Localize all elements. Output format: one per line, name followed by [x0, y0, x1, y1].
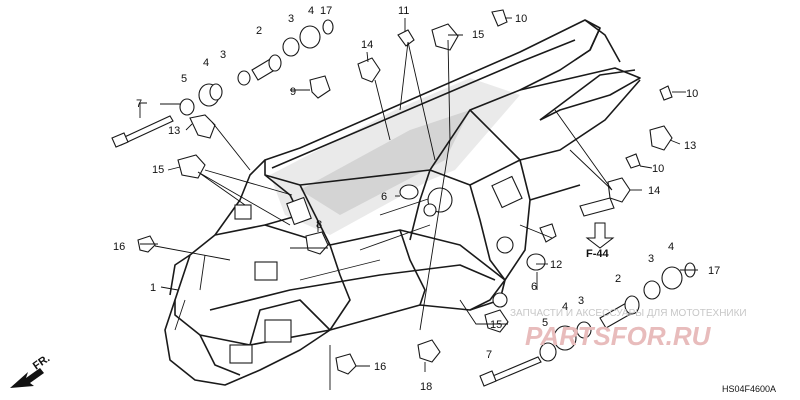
- callout-4-upper-b: 4: [203, 57, 209, 69]
- callout-10-top: 10: [515, 13, 527, 25]
- bearing-3-lower: [576, 321, 592, 339]
- bushing-2-upper: [251, 54, 282, 81]
- clip-16-lower: [335, 353, 357, 375]
- diagram-code: HS04F4600A: [722, 384, 776, 394]
- callout-3-lower-b: 3: [578, 295, 584, 307]
- callout-15-top: 15: [472, 29, 484, 41]
- callout-2-lower: 2: [615, 273, 621, 285]
- callout-10-mid: 10: [652, 163, 664, 175]
- callout-4-upper-a: 4: [308, 5, 314, 17]
- collar-5-upper: [179, 98, 195, 116]
- ref-label-f44: F-44: [586, 248, 610, 260]
- clamps: [137, 9, 673, 375]
- holder-9: [309, 75, 331, 99]
- callout-9: 9: [290, 86, 296, 98]
- watermark-logo: PARTSFOR.RU: [525, 321, 712, 351]
- clip-12: [539, 223, 557, 243]
- clip-11: [397, 29, 415, 47]
- bearing-3-upper-b: [282, 37, 300, 57]
- clip-10-right: [659, 85, 673, 101]
- callout-5-lower: 5: [542, 317, 548, 329]
- callout-labels: 1 2 3 3 4 4 5 7 17 9 11 14 15 10 10 10 1…: [113, 5, 720, 393]
- callout-13-left: 13: [168, 125, 180, 137]
- callout-4-lower-a: 4: [668, 241, 674, 253]
- callout-12: 12: [550, 259, 562, 271]
- collar-5-lower: [539, 342, 557, 362]
- callout-6-right: 6: [531, 281, 537, 293]
- callout-8: 8: [316, 219, 322, 231]
- main-frame: [164, 19, 641, 386]
- clip-10-mid: [625, 153, 641, 169]
- clamp-18: [417, 339, 441, 363]
- bolt-7-upper: [111, 115, 174, 148]
- clamp-14-top: [357, 57, 381, 83]
- callout-17-lower: 17: [708, 265, 720, 277]
- bearing-3-lower-b: [643, 280, 661, 300]
- clamp-15-top: [431, 23, 459, 51]
- callout-11: 11: [398, 5, 409, 17]
- direction-label: FR.: [31, 352, 52, 372]
- callout-15-left: 15: [152, 164, 164, 176]
- nut-17-upper: [322, 19, 334, 35]
- callout-1: 1: [150, 282, 156, 294]
- callout-17-upper: 17: [320, 5, 332, 17]
- callout-16-lower: 16: [374, 361, 386, 373]
- callout-2-upper: 2: [256, 25, 262, 37]
- clip-10-top: [491, 9, 508, 27]
- callout-3-upper-b: 3: [220, 49, 226, 61]
- callout-16-left: 16: [113, 241, 125, 253]
- bearing-3-upper: [237, 70, 251, 86]
- grommet-6-right: [526, 253, 546, 271]
- callout-7-upper: 7: [136, 98, 142, 110]
- pivot-parts-lower: [479, 262, 696, 387]
- callout-13-right: 13: [684, 140, 696, 152]
- callout-3-upper-a: 3: [288, 13, 294, 25]
- callout-3-lower-a: 3: [648, 253, 654, 265]
- washer-4-lower: [553, 325, 577, 351]
- washer-4-lower-b: [661, 266, 683, 290]
- clamp-14-right: [607, 177, 631, 203]
- callout-14-top: 14: [361, 39, 373, 51]
- bushing-2-lower: [599, 295, 640, 329]
- callout-14-right: 14: [648, 185, 660, 197]
- bolt-7-lower: [479, 356, 542, 387]
- watermark-text: ЗАПЧАСТИ И АКСЕССУАРЫ ДЛЯ МОТОТЕХНИКИ: [510, 308, 747, 319]
- front-direction-arrow: [10, 368, 44, 388]
- callout-10-right: 10: [686, 88, 698, 100]
- clamp-13-left: [189, 114, 216, 139]
- clamp-15-lower: [484, 309, 509, 333]
- pivot-parts-upper: [111, 19, 334, 148]
- callout-5-upper: 5: [181, 73, 187, 85]
- callout-6-mid: 6: [381, 191, 387, 203]
- bracket-f44: [579, 197, 615, 217]
- washer-4-upper-b: [299, 25, 321, 49]
- callout-7-lower: 7: [486, 349, 492, 361]
- leader-lines: [139, 17, 698, 390]
- ref-arrow: [585, 222, 615, 249]
- callout-15-lower: 15: [490, 319, 502, 331]
- callout-4-lower-b: 4: [562, 301, 568, 313]
- grommet-6-mid: [399, 184, 419, 200]
- clamp-13-right: [649, 125, 673, 151]
- callout-18: 18: [420, 381, 432, 393]
